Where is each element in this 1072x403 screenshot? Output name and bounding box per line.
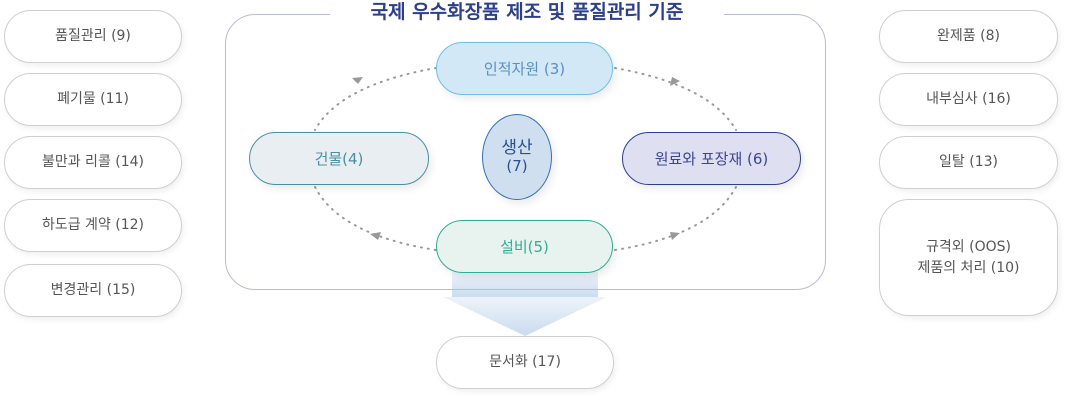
arrow-head-icon (370, 232, 381, 240)
left-item-subcontract: 하도급 계약 (12) (4, 199, 182, 252)
right-item-deviation: 일탈 (13) (879, 136, 1058, 189)
arrow-head-icon (352, 77, 363, 84)
diagram-title: 국제 우수화장품 제조 및 품질관리 기준 (330, 0, 724, 24)
output-documentation: 문서화 (17) (436, 336, 614, 389)
node-equipment: 설비(5) (436, 220, 613, 273)
dotted-arc-top-right (614, 67, 737, 131)
right-item-internal-audit: 내부심사 (16) (879, 73, 1058, 126)
left-item-waste: 폐기물 (11) (4, 73, 182, 126)
node-human-resources: 인적자원 (3) (436, 42, 613, 95)
down-arrow (443, 272, 607, 336)
dotted-arc-top-left (314, 67, 437, 131)
production-label: 생산 (501, 138, 533, 159)
arrow-head-icon (670, 77, 680, 86)
oos-line2: 제품의 처리 (10) (917, 259, 1020, 276)
production-count: (7) (506, 157, 528, 176)
left-item-complaints-recall: 불만과 리콜 (14) (4, 136, 182, 189)
dotted-arc-bottom-left (314, 186, 437, 251)
left-item-quality-control: 품질관리 (9) (4, 10, 182, 63)
right-item-finished-product: 완제품 (8) (879, 10, 1058, 63)
left-item-change-control: 변경관리 (15) (4, 264, 182, 317)
dotted-arc-bottom-right (614, 186, 737, 251)
right-item-oos: 규격외 (OOS) 제품의 처리 (10) (879, 199, 1058, 316)
node-production: 생산 (7) (482, 114, 552, 200)
arrow-head-icon (670, 232, 680, 240)
oos-line1: 규격외 (OOS) (926, 238, 1011, 255)
node-materials-packaging: 원료와 포장재 (6) (622, 132, 801, 185)
node-buildings: 건물(4) (249, 132, 429, 185)
